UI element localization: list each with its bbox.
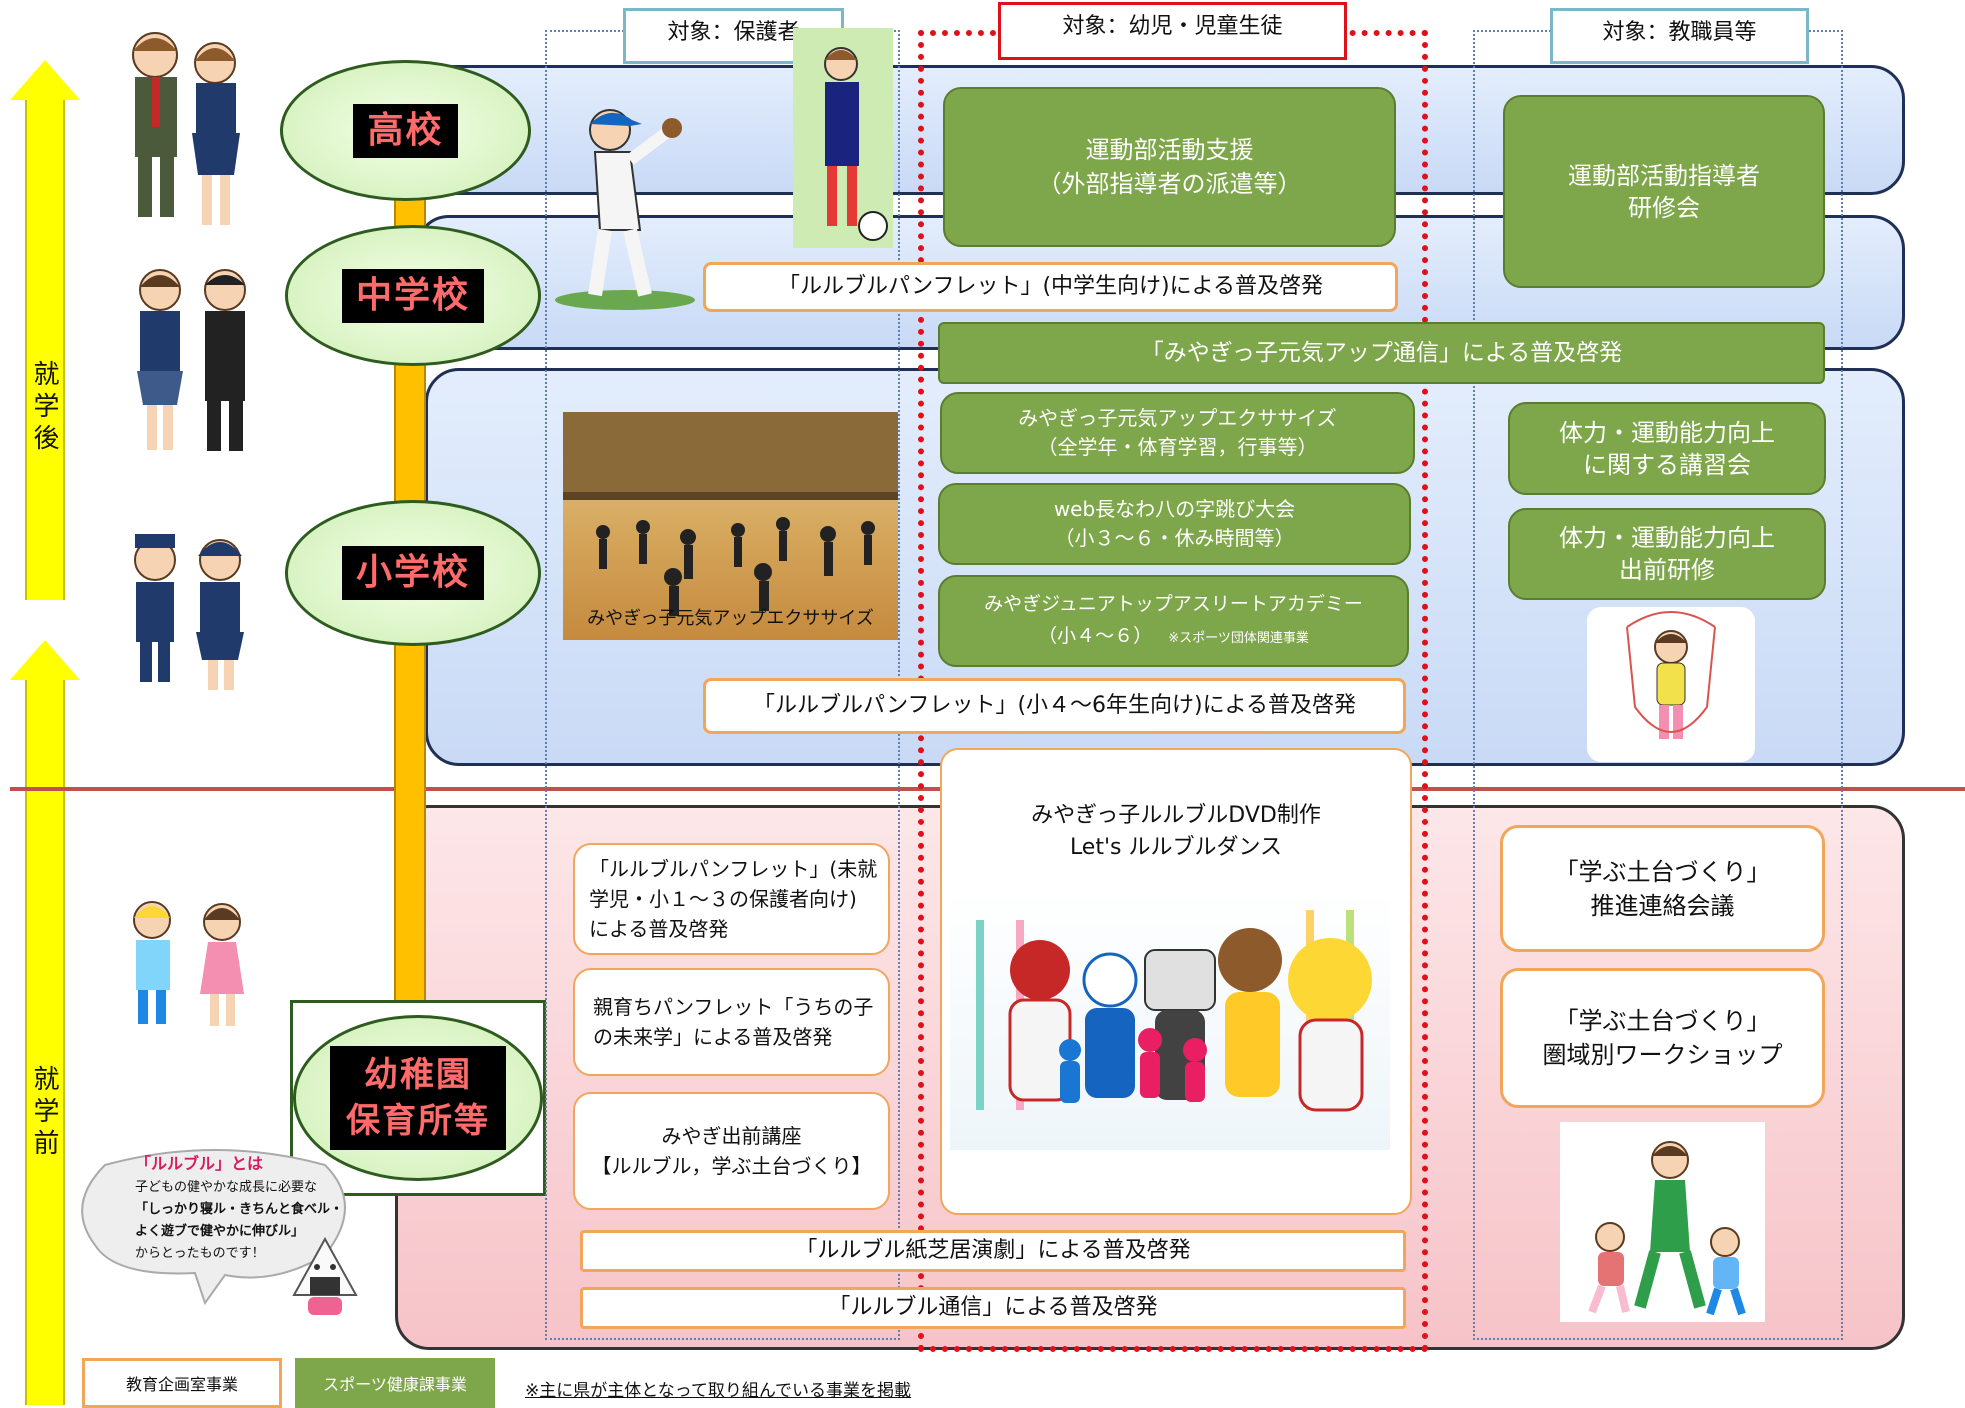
rurubu-news-box: 「ルルブル通信」による普及啓発 <box>580 1287 1406 1329</box>
bubble-line2: 子どもの健やかな成長に必要な <box>135 1180 318 1195</box>
foundation-workshop-line1: 「学ぶ土台づくり」 <box>1554 1007 1771 1035</box>
preschool-children-illustration <box>110 890 270 1040</box>
academy-note: ※スポーツ団体関連事業 <box>1168 630 1309 646</box>
fitness-lecture-box: 体力・運動能力向上 に関する講習会 <box>1508 402 1826 495</box>
bubble-line1: 「ルルブル」とは <box>135 1153 345 1177</box>
fitness-visit-line1: 体力・運動能力向上 <box>1559 524 1775 552</box>
exercise-line1: みやぎっ子元気アップエクササイズ <box>1018 406 1337 430</box>
jump-rope-line1: web長なわ八の字跳び大会 <box>1053 497 1296 521</box>
jump-rope-line2: （小３～６・休み時間等） <box>1054 526 1295 550</box>
academy-line2: （小４～６） <box>1038 624 1153 647</box>
exercise-box: みやぎっ子元気アップエクササイズ （全学年・体育学習，行事等） <box>940 392 1415 474</box>
club-support-line2: （外部指導者の派遣等） <box>1037 170 1302 198</box>
fitness-visit-box: 体力・運動能力向上 出前研修 <box>1508 508 1826 600</box>
jump-rope-girl-illustration <box>1587 607 1755 762</box>
legend-green: スポーツ健康課事業 <box>295 1358 495 1408</box>
exercise-photo-caption: みやぎっ子元気アップエクササイズ <box>587 608 874 629</box>
foundation-council-box: 「学ぶ土台づくり」 推進連絡会議 <box>1500 825 1825 952</box>
level-kindergarten-line2: 保育所等 <box>346 1101 490 1141</box>
baseball-player-illustration <box>550 90 700 315</box>
level-kindergarten-line1: 幼稚園 <box>364 1055 472 1095</box>
dvd-characters-photo <box>950 890 1390 1150</box>
foundation-council-line2: 推進連絡会議 <box>1590 891 1735 920</box>
level-middle-school: 中学校 <box>285 225 541 366</box>
children-column-header: 対象：幼児・児童生徒 <box>998 2 1347 60</box>
fitness-visit-line2: 出前研修 <box>1619 556 1715 584</box>
high-school-students-illustration <box>110 15 260 235</box>
level-high-school-label: 高校 <box>353 103 458 158</box>
foundation-workshop-box: 「学ぶ土台づくり」 圏域別ワークショップ <box>1500 968 1825 1108</box>
bubble-title: 「ルルブル」とは <box>135 1154 264 1173</box>
pamphlet-middle-school: 「ルルブルパンフレット」(中学生向け)による普及啓発 <box>703 262 1398 312</box>
dvd-line2: Let's ルルブルダンス <box>1069 835 1283 860</box>
level-high-school: 高校 <box>280 60 531 201</box>
delivery-lecture-line1: みやぎ出前講座 <box>661 1124 802 1148</box>
academy-line2-row: （小４～６） ※スポーツ団体関連事業 <box>1038 620 1309 655</box>
genki-news-box: 「みやぎっ子元気アップ通信」による普及啓発 <box>938 322 1825 384</box>
club-training-line2: 研修会 <box>1628 193 1700 222</box>
jump-rope-box: web長なわ八の字跳び大会 （小３～６・休み時間等） <box>938 483 1411 565</box>
club-training-box: 運動部活動指導者 研修会 <box>1503 95 1825 288</box>
elementary-students-illustration <box>110 520 270 695</box>
legend-orange: 教育企画室事業 <box>82 1358 282 1408</box>
kamishibai-box: 「ルルブル紙芝居演劇」による普及啓発 <box>580 1230 1406 1272</box>
rurubu-explanation-bubble: 「ルルブル」とは 子どもの健やかな成長に必要な 「しっかり寝ル・きちんと食べル・… <box>75 1145 355 1305</box>
legend-note: ※主に県が主体となって取り組んでいる事業を掲載 <box>525 1381 912 1401</box>
dvd-line1: みやぎっ子ルルブルDVD制作 <box>1031 803 1321 828</box>
club-training-line1: 運動部活動指導者 <box>1568 161 1760 190</box>
exercise-line2: （全学年・体育学習，行事等） <box>1037 435 1318 459</box>
club-support-line1: 運動部活動支援 <box>1085 136 1254 164</box>
fitness-lecture-line2: に関する講習会 <box>1583 450 1751 479</box>
club-support-box: 運動部活動支援 （外部指導者の派遣等） <box>943 87 1396 247</box>
before-school-label: 就学前 <box>29 1065 59 1161</box>
foundation-council-line1: 「学ぶ土台づくり」 <box>1554 857 1771 886</box>
after-school-label: 就学後 <box>29 360 59 456</box>
foundation-workshop-line2: 圏域別ワークショップ <box>1542 1041 1783 1069</box>
family-running-illustration <box>1560 1122 1765 1322</box>
fitness-lecture-line1: 体力・運動能力向上 <box>1559 418 1775 447</box>
parenting-line1: 親育ちパンフレット「うちの子 <box>593 995 874 1019</box>
bubble-line4: よく遊ブで健やかに伸びル」 <box>135 1224 305 1239</box>
exercise-photo: みやぎっ子元気アップエクササイズ <box>563 412 898 640</box>
pamphlet-parents-box: 「ルルブルパンフレット」(未就 学児・小１～３の保護者向け) による普及啓発 <box>573 843 890 955</box>
level-middle-school-label: 中学校 <box>341 268 484 323</box>
parenting-pamphlet-box: 親育ちパンフレット「うちの子 の未来学」による普及啓発 <box>573 968 890 1076</box>
soccer-player-illustration <box>793 28 893 248</box>
after-school-arrow <box>10 60 80 600</box>
middle-school-students-illustration <box>115 255 265 460</box>
academy-box: みやぎジュニアトップアスリートアカデミー （小４～６） ※スポーツ団体関連事業 <box>938 575 1409 667</box>
pamphlet-parents-line2: 学児・小１～３の保護者向け) <box>589 887 857 911</box>
pamphlet-elementary: 「ルルブルパンフレット」(小４～6年生向け)による普及啓発 <box>703 678 1406 734</box>
bubble-line5: からとったものです！ <box>135 1246 265 1261</box>
bubble-line3: 「しっかり寝ル・きちんと食べル・ <box>135 1202 344 1217</box>
before-school-arrow <box>10 640 80 1405</box>
pamphlet-parents-line3: による普及啓発 <box>589 917 729 941</box>
parenting-line2: の未来学」による普及啓発 <box>593 1025 833 1049</box>
level-elementary-label: 小学校 <box>341 546 484 600</box>
rice-ball-mascot <box>290 1235 360 1325</box>
delivery-lecture-line2: 【ルルブル，学ぶ土台づくり】 <box>591 1154 872 1178</box>
teachers-column-header: 対象：教職員等 <box>1550 8 1809 64</box>
pamphlet-parents-line1: 「ルルブルパンフレット」(未就 <box>589 857 878 881</box>
level-kindergarten: 幼稚園 保育所等 <box>290 1000 546 1196</box>
level-elementary: 小学校 <box>285 500 541 646</box>
academy-line1: みやぎジュニアトップアスリートアカデミー <box>984 592 1363 615</box>
level-kindergarten-label: 幼稚園 保育所等 <box>330 1046 506 1150</box>
delivery-lecture-box: みやぎ出前講座 【ルルブル，学ぶ土台づくり】 <box>573 1092 890 1210</box>
